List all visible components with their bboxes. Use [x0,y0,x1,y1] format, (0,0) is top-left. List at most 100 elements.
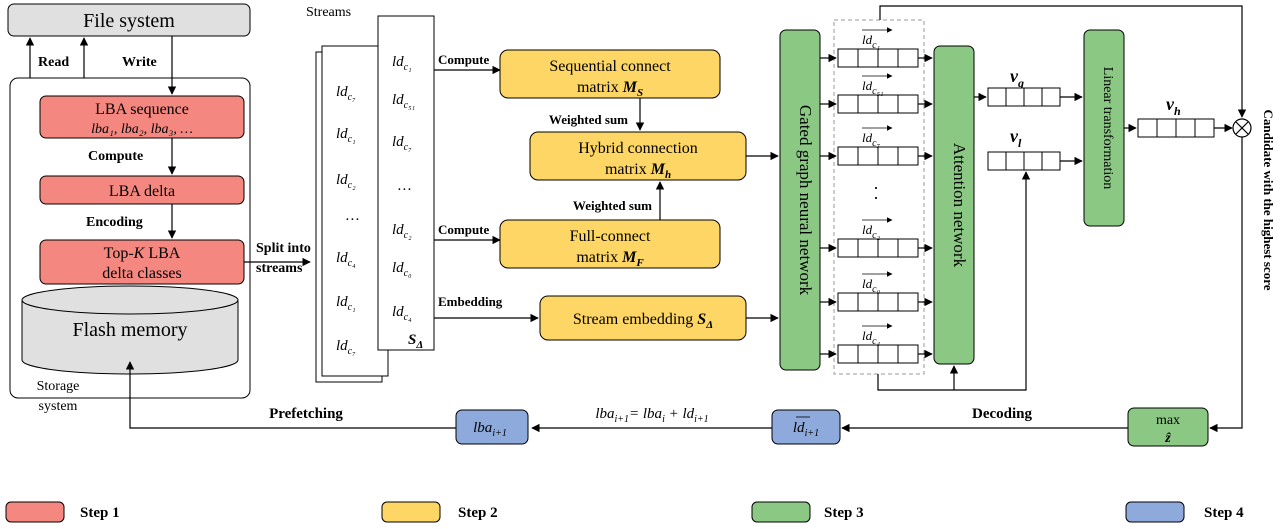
ggnn-box [779,29,821,371]
formula-label: lbai+1= lbai + ldi+1 [595,406,708,425]
file-system-label: File system [83,10,175,32]
stream-front-items: ldc₁ ldc₅₁ ldc₇ … ldc₂ ldc₀ ldc₄ [392,54,415,323]
node-label-0: ldc₁ [862,32,880,51]
hybrid-matrix-line2: matrix Mh [605,161,671,181]
candidate-label: Candidate with the highest score [1261,109,1276,290]
legend-swatch-step2 [381,501,441,523]
flash-memory-label: Flash memory [73,319,188,341]
write-label: Write [122,55,157,70]
node-label-1: ldc₅₁ [862,78,884,97]
stream-front-item-6: ldc₄ [392,304,412,323]
stream-back-item-4: ldc₄ [336,250,356,269]
attention-box [933,45,975,365]
stream-page-back1 [321,45,389,377]
vl-vector [987,151,1061,171]
node-label-4: ldc₀ [862,276,881,295]
streams-title: Streams [306,5,351,20]
legend-label-step4: Step 4 [1204,505,1244,521]
encoding-label: Encoding [86,215,143,230]
legend-label-step3: Step 3 [824,505,864,521]
full-matrix-box [499,219,721,269]
vh-label: vh [1166,94,1181,118]
weighted-sum-bottom: Weighted sum [573,198,652,213]
lba-delta-box [39,175,245,205]
legend-swatch-step3 [751,501,811,523]
stream-back-item-5: ldc₁ [336,294,356,313]
nodes-ellipsis-2: · [873,188,879,208]
embedding-label: Embedding [438,294,503,309]
stream-front-item-1: ldc₅₁ [392,92,415,111]
flash-memory-cylinder [21,285,239,375]
node-label-5: ldc₄ [862,328,881,347]
stream-back-item-6: ldc₇ [336,338,356,357]
file-system-box [7,3,251,37]
stream-front-item-0: ldc₁ [392,54,412,73]
compute-label-bottom: Compute [438,222,490,237]
storage-section: File system Read Write LBA sequence lba₁… [7,3,251,414]
stream-back-item-3: … [346,208,359,224]
z-hat-label: ẑ [1164,431,1171,446]
stream-front-item-4: ldc₂ [392,222,412,241]
storage-system-label-1: Storage [37,379,80,394]
stream-front-item-3: … [398,178,411,194]
read-label: Read [38,55,69,70]
streams-section: Streams Split into streams ldc₇ ldc₁ ldc₂ …… [244,5,435,383]
node-to-attention-feedback [877,171,1031,391]
full-matrix-line1: Full-connect [570,228,651,245]
node-vector-4 [837,292,919,312]
max-label: max [1156,413,1180,428]
topk-line2: delta classes [102,265,182,282]
split-label-2: streams [256,261,303,276]
nodes-to-otimes-line [879,5,1247,118]
ggnn-label: Gated graph neural network [796,105,815,296]
vh-vector [1137,118,1215,138]
prefetch-line [125,361,456,429]
lba-sequence-title: LBA sequence [95,101,189,118]
prefetching-label: Prefetching [269,406,343,422]
node-vector-1 [837,94,919,114]
s-delta-label: SΔ [408,332,423,351]
node-label-2: ldc₇ [862,130,881,149]
ld-hat-label: ldi+1 [793,420,819,439]
legend-label-step2: Step 2 [458,505,498,521]
step3-section: Gated graph neural network ldc₁ ldc₅₁ ldc₇… [779,5,1276,447]
compute-label-top: Compute [438,52,490,67]
node-label-3: ldc₂ [862,222,881,241]
node-list: ldc₁ ldc₅₁ ldc₇ ldc₂ ldc₀ ldc₄ [820,27,933,364]
legend-swatch-step4 [1125,501,1185,523]
otimes-to-max-line [1209,137,1243,433]
stream-front-item-5: ldc₀ [392,260,412,279]
lba-hat-box [455,409,529,445]
stream-back-item-0: ldc₇ [336,84,356,103]
vg-label: vg [1010,66,1024,90]
attention-label: Attention network [950,143,969,268]
stream-back-item-1: ldc₁ [336,126,356,145]
node-region [833,19,925,375]
node-vector-2 [837,146,919,166]
decoding-label: Decoding [972,406,1033,422]
lba-sequence-items: lba₁, lba₂, lba₃, … [91,122,193,137]
stream-front-item-2: ldc₇ [392,134,412,153]
split-label-1: Split into [256,241,311,256]
max-box [1127,407,1209,447]
legend-label-step1: Step 1 [80,505,120,521]
sequential-matrix-line2: matrix MS [577,79,643,99]
sequential-matrix-box [499,49,721,99]
storage-system-label-2: system [39,399,78,414]
step4-section: Decoding ldi+1 lbai+1= lbai + ldi+1 lbai… [125,361,1128,445]
linear-label: Linear transformation [1100,67,1115,189]
full-matrix-line2: matrix MF [576,249,644,269]
node-vector-0 [837,48,919,68]
stream-embedding-label: Stream embedding SΔ [573,311,713,331]
lba-delta-label: LBA delta [109,183,175,200]
compute-label-left: Compute [88,149,143,164]
topk-line1: Top-K LBA [104,245,181,262]
lba-hat-label: lbai+1 [473,420,507,439]
nodes-ellipsis: · [873,178,879,198]
sequential-matrix-line1: Sequential connect [549,58,671,75]
vl-label: vl [1010,126,1022,150]
weighted-sum-top: Weighted sum [549,112,628,127]
vg-vector [987,87,1061,107]
otimes-icon [1232,118,1252,138]
hybrid-matrix-line1: Hybrid connection [578,140,698,157]
